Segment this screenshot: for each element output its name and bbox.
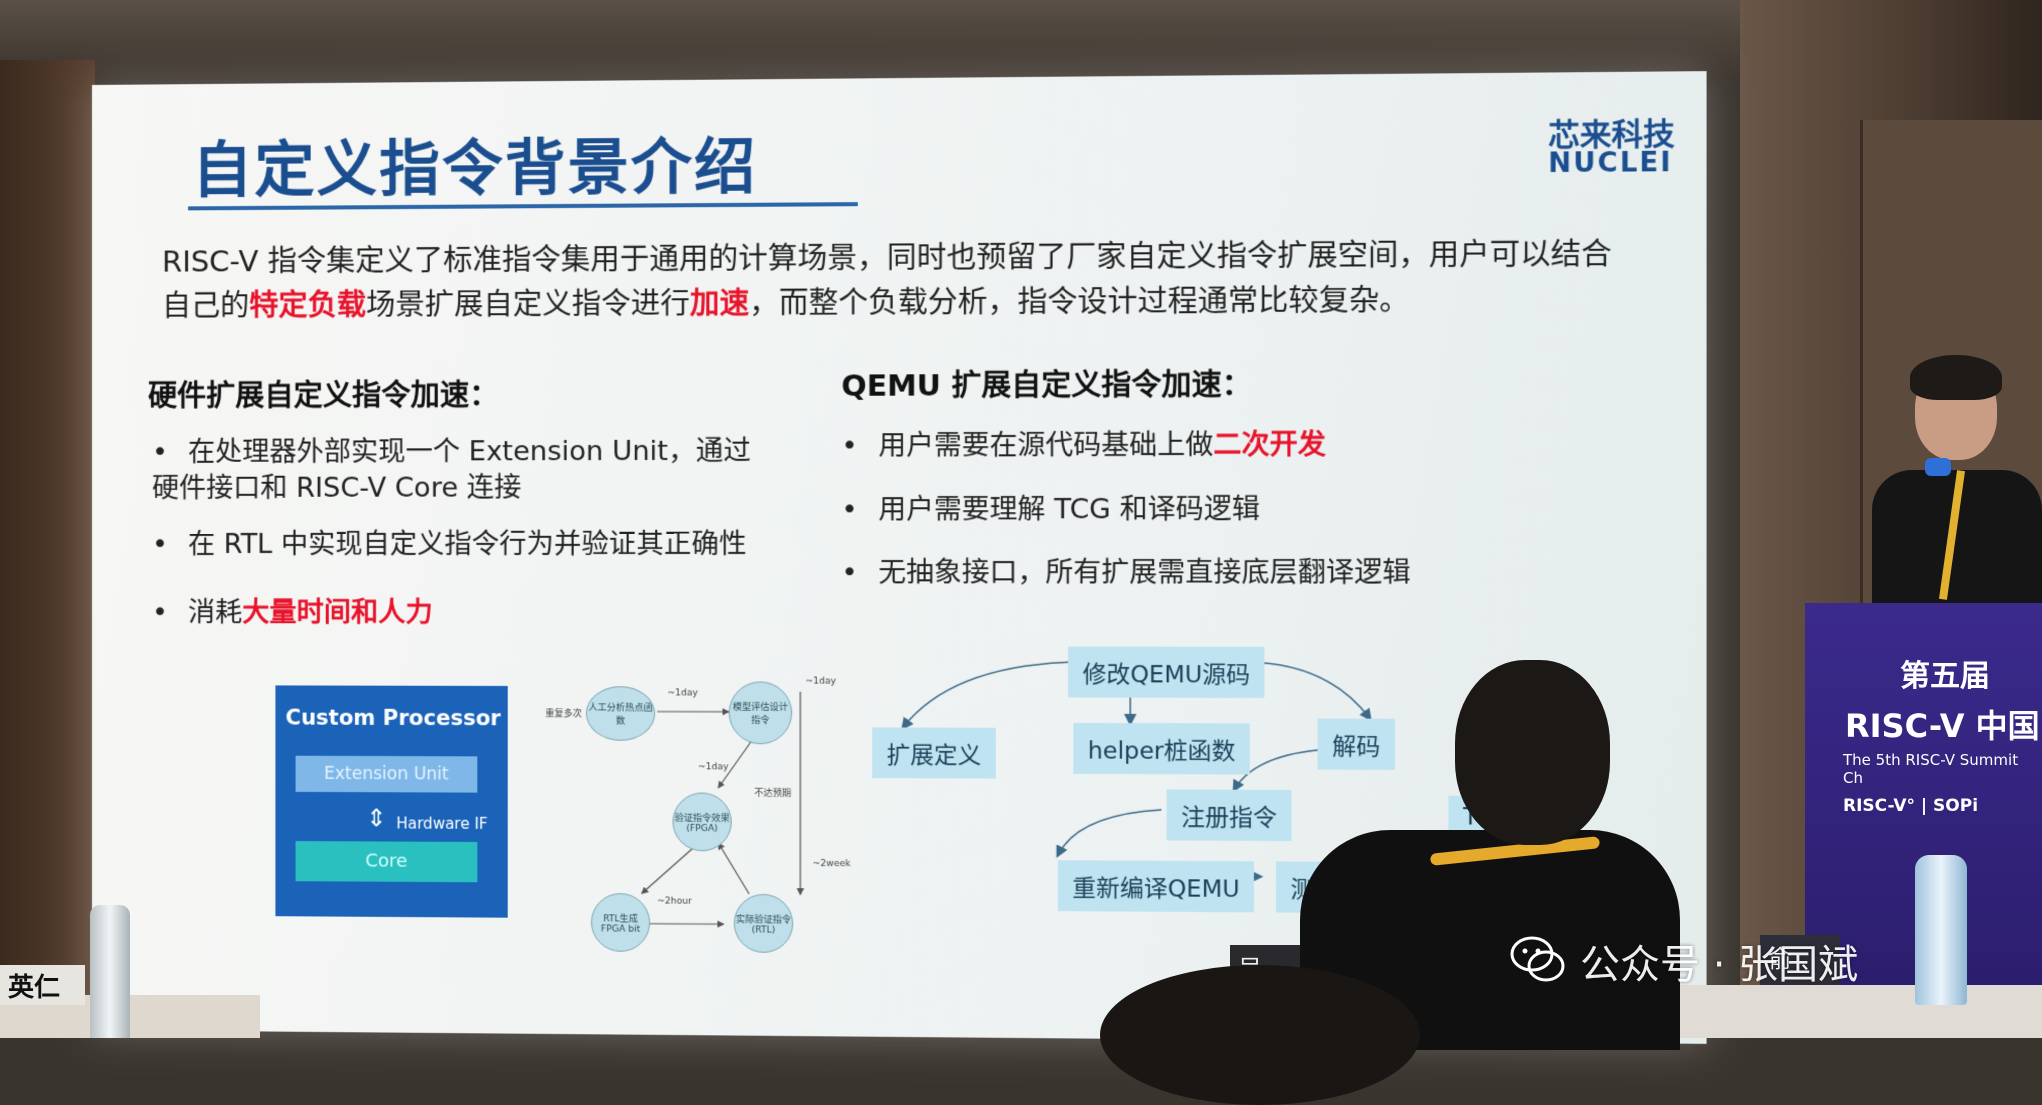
wechat-icon [1510,934,1566,984]
processor-title: Custom Processor [285,706,500,731]
flow-node-verify-rtl: 实际验证指令(RTL) [734,894,793,953]
watermark-text: 公众号 · 张国斌 [1580,932,1858,990]
watermark: 公众号 · 张国斌 [1510,930,2010,990]
hardware-bullet-1: •在处理器外部实现一个 Extension Unit，通过 硬件接口和 RISC… [152,434,751,507]
intro-paragraph: RISC-V 指令集定义了标准指令集用于通用的计算场景，同时也预留了厂家自定义指… [162,231,1643,328]
nameplate-left: 英仁 [0,965,85,1005]
qemu-bullet-2: •用户需要理解 TCG 和译码逻辑 [841,492,1260,529]
flow-node-hotspot: 人工分析热点函数 [586,686,655,741]
flow-label-4: ~2hour [657,896,692,906]
flow-label-3: ~1day [698,762,728,772]
qemu-node-modify-source: 修改QEMU源码 [1068,647,1265,698]
intro-line-1: RISC-V 指令集定义了标准指令集用于通用的计算场景，同时也预留了厂家自定义指… [162,231,1643,284]
speaker-hair [1910,355,2002,400]
flow-node-verify-fpga: 验证指令效果(FPGA) [673,792,732,851]
highlight-accelerate: 加速 [690,286,749,321]
right-table [1650,985,2042,1038]
podium-sponsors: RISC-V° | SOPi [1843,796,1978,816]
qemu-node-helper: helper桩函数 [1073,723,1250,775]
left-wall [0,60,95,1038]
flow-node-model: 模型评估设计指令 [729,681,792,744]
qemu-heading: QEMU 扩展自定义指令加速： [841,361,1251,405]
flow-label-2: ~1day [805,677,836,687]
qemu-node-register: 注册指令 [1167,789,1292,841]
qemu-node-extension-def: 扩展定义 [872,727,996,778]
qemu-node-decode: 解码 [1318,719,1395,770]
intro-line-2: 自己的特定负载场景扩展自定义指令进行加速，而整个负载分析，指令设计过程通常比较复… [162,276,1643,327]
qemu-node-rebuild: 重新编译QEMU [1058,860,1255,912]
attendee-head [1455,660,1610,845]
microphone-icon [1925,458,1951,476]
ceiling [0,0,2042,80]
flow-label-unmet: 不达预期 [754,786,791,799]
front-attendee-head [1100,965,1420,1105]
qemu-bullet-3: •无抽象接口，所有扩展需直接底层翻译逻辑 [841,555,1410,592]
podium-edition: 第五届 [1900,651,1990,695]
hardware-bullet-2: •在 RTL 中实现自定义指令行为并验证其正确性 [152,527,747,563]
core-block: Core [296,841,478,882]
hardware-heading: 硬件扩展自定义指令加速： [148,372,499,415]
slide-title: 自定义指令背景介绍 [192,118,757,210]
extension-unit-block: Extension Unit [296,756,478,793]
double-arrow-icon: ⇕ [366,804,386,832]
podium-event-english: The 5th RISC-V Summit Ch [1843,751,2042,787]
flow-label-1: ~1day [667,688,697,698]
podium-event-name: RISC-V 中国 [1845,701,2040,747]
water-bottle-left [90,905,130,1038]
logo-english: NUCLEI [1548,148,1672,180]
flow-label-repeat: 重复多次 [545,706,582,719]
qemu-bullet-1: •用户需要在源代码基础上做二次开发 [841,427,1326,465]
highlight-specific-load: 特定负载 [249,288,366,323]
hardware-bullet-3: •消耗大量时间和人力 [152,595,433,631]
hardware-if-label: Hardware IF [396,814,487,833]
flow-node-rtl-bit: RTL生成FPGA bit [591,893,650,952]
custom-processor-diagram: Custom Processor Extension Unit ⇕ Hardwa… [275,685,507,917]
